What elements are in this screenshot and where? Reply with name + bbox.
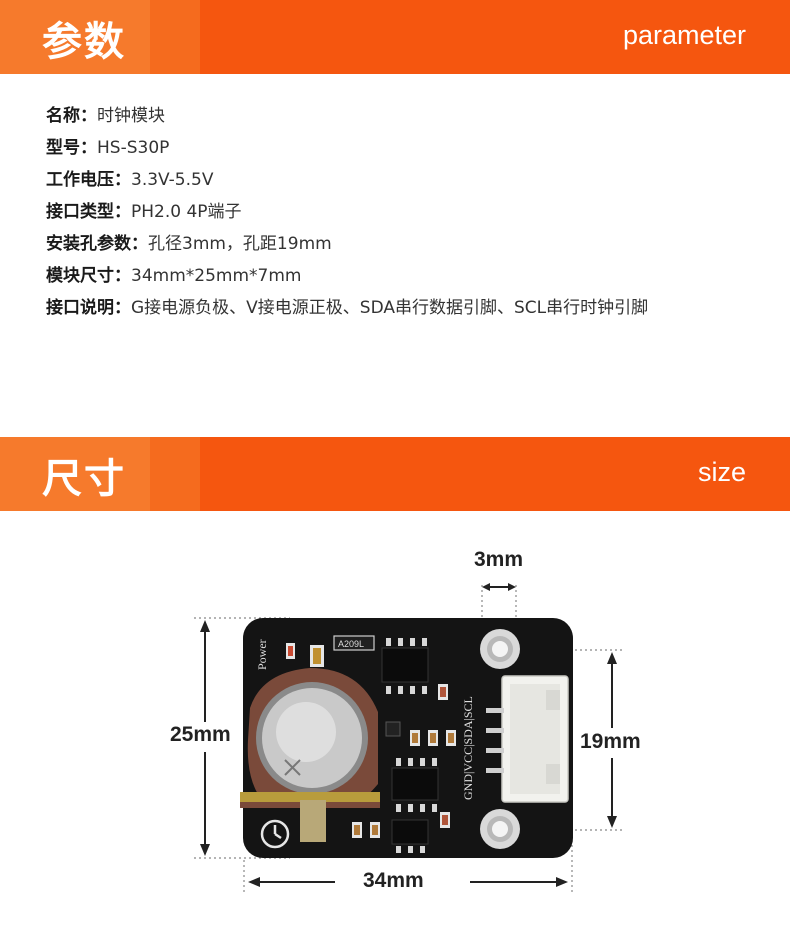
param-row-interface-type: 接口类型：PH2.0 4P端子 [46,200,648,232]
param-label: 接口说明： [46,298,131,318]
width-label: 34mm [363,869,424,892]
param-value: 34mm*25mm*7mm [131,266,302,286]
param-row-name: 名称：时钟模块 [46,104,648,136]
dimension-arrows [200,583,617,887]
param-row-module-size: 模块尺寸：34mm*25mm*7mm [46,264,648,296]
param-value: 孔径3mm，孔距19mm [148,234,332,254]
param-value: HS-S30P [97,138,170,158]
parameter-title: 参数 [42,19,126,65]
size-banner: 尺寸 size [0,437,790,511]
param-label: 模块尺寸： [46,266,131,286]
param-label: 安装孔参数： [46,234,148,254]
ic-pins [386,638,437,853]
param-label: 名称： [46,106,97,126]
param-value: G接电源负极、V接电源正极、SDA串行数据引脚、SCL串行时钟引脚 [131,298,649,318]
size-title: 尺寸 [42,456,126,502]
param-row-voltage: 工作电压：3.3V-5.5V [46,168,648,200]
param-value: 3.3V-5.5V [131,170,214,190]
ic-chips [381,647,439,845]
parameter-banner: 参数 parameter [0,0,790,74]
ph2-connector [486,675,569,803]
banner-stripe [0,437,150,511]
battery-holder [240,668,380,842]
param-value: 时钟模块 [97,106,165,126]
crystal-label: A209L [338,639,364,649]
banner-stripe [0,0,150,74]
parameter-subtitle: parameter [622,20,746,50]
param-label: 接口类型： [46,202,131,222]
param-label: 工作电压： [46,170,131,190]
hole-diameter-label: 3mm [474,548,524,571]
param-value: PH2.0 4P端子 [131,202,242,222]
param-label: 型号： [46,138,97,158]
param-row-model: 型号：HS-S30P [46,136,648,168]
mounting-holes [480,629,520,849]
crystal [333,635,375,651]
param-row-mounting-hole: 安装孔参数：孔径3mm，孔距19mm [46,232,648,264]
power-silkscreen: Power [255,639,269,670]
height-label: 25mm [170,723,231,746]
hole-spacing-label: 19mm [580,730,641,753]
param-row-interface-desc: 接口说明：G接电源负极、V接电源正极、SDA串行数据引脚、SCL串行时钟引脚 [46,296,648,328]
parameter-list: 名称：时钟模块 型号：HS-S30P 工作电压：3.3V-5.5V 接口类型：P… [46,104,648,328]
clock-icon [260,819,290,849]
size-subtitle: size [697,457,746,487]
plus-marking [284,759,301,776]
pin-silkscreen: GND|VCC|SDA|SCL [461,696,475,800]
power-led [286,643,324,667]
passive-components [352,684,456,838]
